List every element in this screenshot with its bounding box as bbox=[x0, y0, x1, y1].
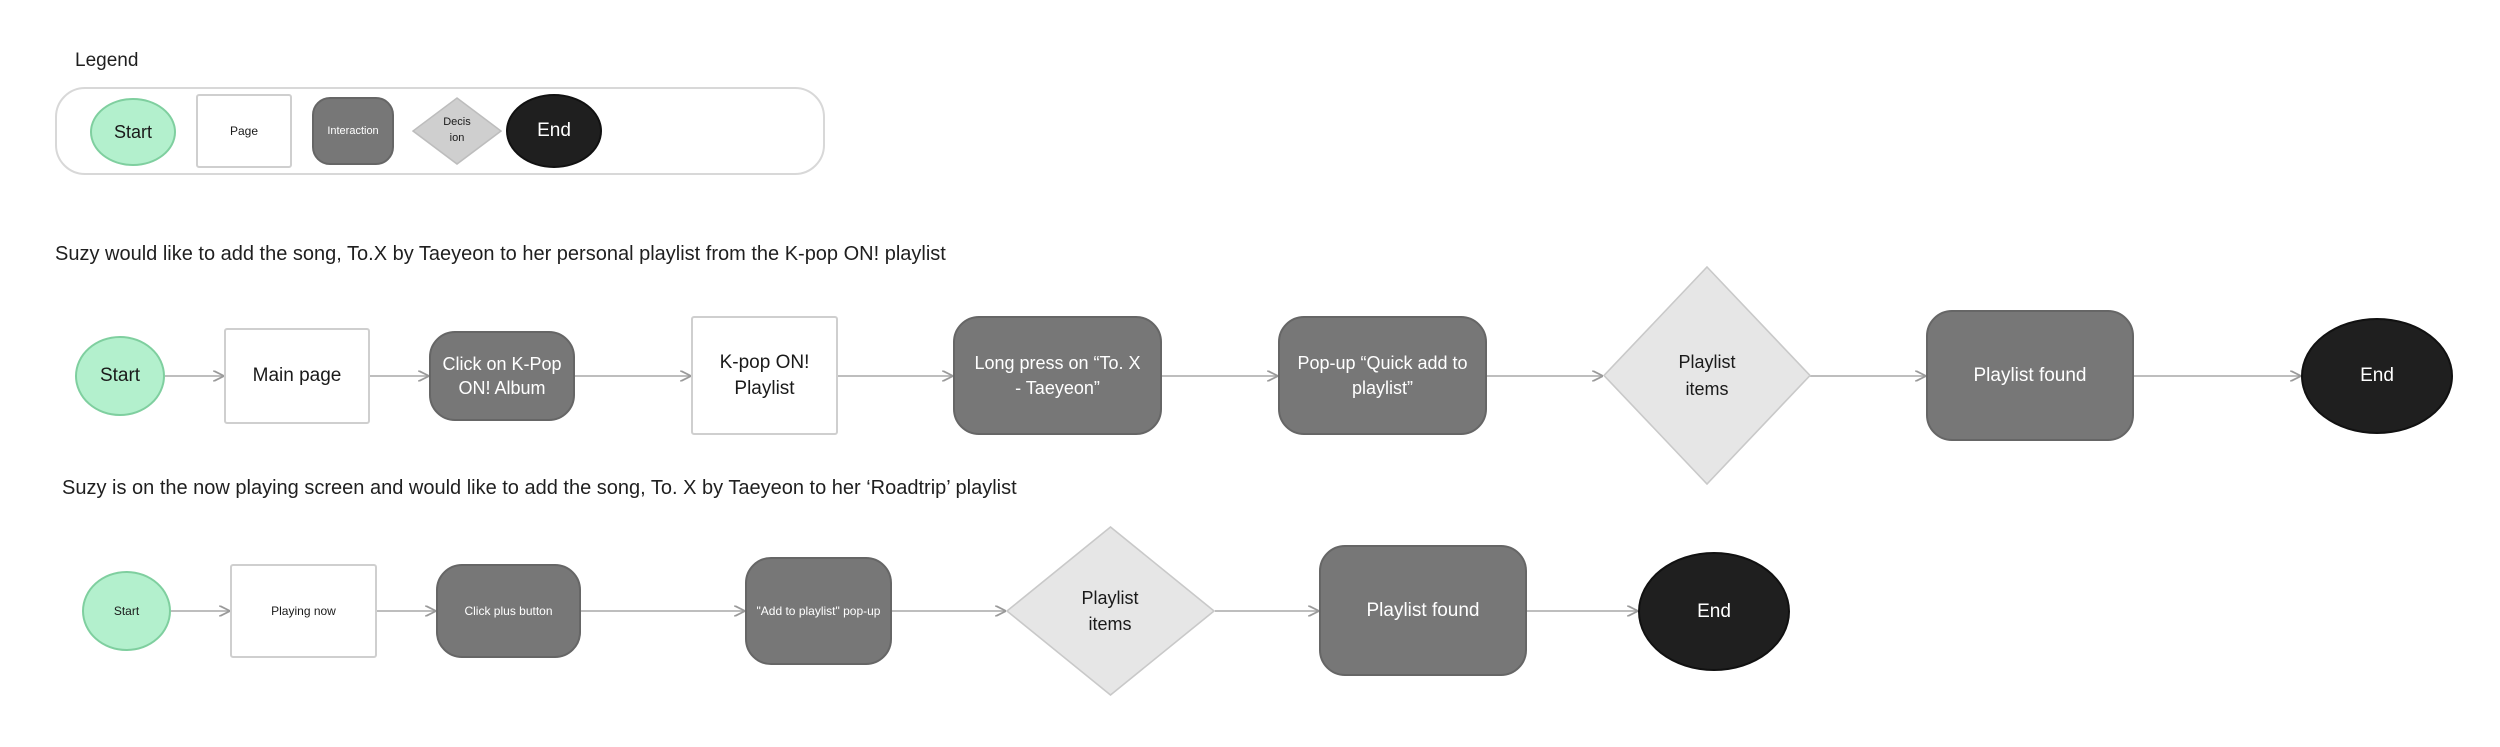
flow2-decision: Playlist items bbox=[1006, 526, 1215, 696]
legend-title: Legend bbox=[75, 50, 139, 71]
flow2-playlist-found: Playlist found bbox=[1319, 545, 1527, 676]
flow2-start: Start bbox=[82, 571, 171, 651]
flow2-popup: "Add to playlist" pop-up bbox=[745, 557, 892, 665]
flow2-click-plus: Click plus button bbox=[436, 564, 581, 658]
flow2-playing-now: Playing now bbox=[230, 564, 377, 658]
flow1-kpop-playlist: K-pop ON! Playlist bbox=[691, 316, 838, 435]
legend-page: Page bbox=[196, 94, 292, 168]
flow1-long-press: Long press on “To. X - Taeyeon” bbox=[953, 316, 1162, 435]
legend-end: End bbox=[506, 94, 602, 168]
flow2-title: Suzy is on the now playing screen and wo… bbox=[62, 477, 1017, 499]
legend-start: Start bbox=[90, 98, 176, 166]
legend-decision-label: Decis ion bbox=[443, 116, 471, 144]
flow1-decision-label: Playlist items bbox=[1678, 352, 1736, 399]
legend-interaction: Interaction bbox=[312, 97, 394, 165]
flow1-decision: Playlist items bbox=[1603, 266, 1811, 485]
legend-decision: Decis ion bbox=[412, 97, 502, 165]
flow1-main-page: Main page bbox=[224, 328, 370, 424]
flow2-decision-label: Playlist items bbox=[1081, 587, 1139, 634]
flow1-end: End bbox=[2301, 318, 2453, 434]
flow1-playlist-found: Playlist found bbox=[1926, 310, 2134, 441]
flow2-end: End bbox=[1638, 552, 1790, 671]
flow1-popup: Pop-up “Quick add to playlist” bbox=[1278, 316, 1487, 435]
flow1-click-album: Click on K-Pop ON! Album bbox=[429, 331, 575, 421]
flow1-title: Suzy would like to add the song, To.X by… bbox=[55, 243, 946, 265]
flow1-start: Start bbox=[75, 336, 165, 416]
